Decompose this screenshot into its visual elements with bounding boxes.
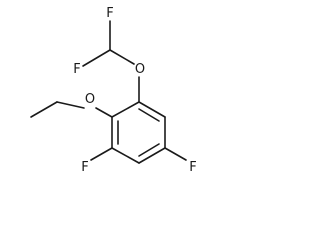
ring-bond-c4-c5 <box>111 147 140 164</box>
atom-o-ethoxy: O <box>85 92 95 107</box>
bond-ring-to-o-ethoxy <box>95 107 113 118</box>
atom-f-ring-right: F <box>189 160 196 175</box>
benzene-ring <box>111 101 166 164</box>
ring-bond-c1-c2 <box>138 101 166 118</box>
bond-o-to-ch2 <box>56 101 85 109</box>
atom-f-difluoromethyl-top: F <box>106 6 113 21</box>
bond-chf2-to-f-left <box>82 49 111 67</box>
atom-o-difluoromethoxy: O <box>135 62 145 77</box>
atom-labels: F F O O F F <box>73 6 196 175</box>
bond-ch2-to-ch3 <box>30 101 58 118</box>
atom-f-difluoromethyl-left: F <box>73 62 80 77</box>
ring-bond-c3-c4 <box>138 147 166 164</box>
substituent-bonds <box>30 20 187 161</box>
chemical-structure-diagram: F F O O F F <box>30 6 197 175</box>
bond-ring-to-f-right <box>164 147 187 161</box>
atom-f-ring-left: F <box>81 160 88 175</box>
bond-o-to-chf2 <box>109 49 135 65</box>
ring-double-bond-c3-c4 <box>138 143 160 157</box>
ring-double-bond-c1-c2 <box>138 108 160 122</box>
bond-ring-to-f-left <box>90 147 113 161</box>
ring-bond-c6-c1 <box>111 101 140 118</box>
